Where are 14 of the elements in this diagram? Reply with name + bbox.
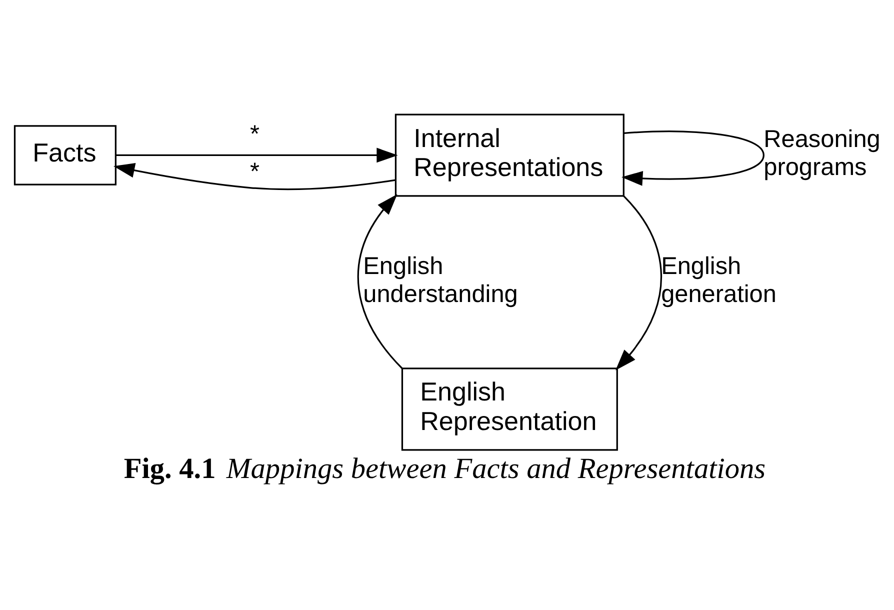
arrow (113, 163, 396, 190)
edge-label: English generation (661, 253, 776, 308)
arrow (622, 130, 764, 186)
edge-label: * (250, 158, 260, 186)
arrow (615, 195, 662, 370)
arrow (357, 194, 403, 370)
edge-label: English understanding (363, 253, 518, 308)
edge-label: * (250, 121, 260, 148)
caption: Fig. 4.1 Mappings between Facts and Representations (124, 453, 766, 486)
node-box: Internal Representations (394, 114, 624, 197)
node-box: Facts (14, 125, 116, 186)
node-box: English Representation (401, 368, 618, 451)
arrow (116, 148, 398, 163)
edge-label: Reasoning programs (764, 126, 880, 181)
